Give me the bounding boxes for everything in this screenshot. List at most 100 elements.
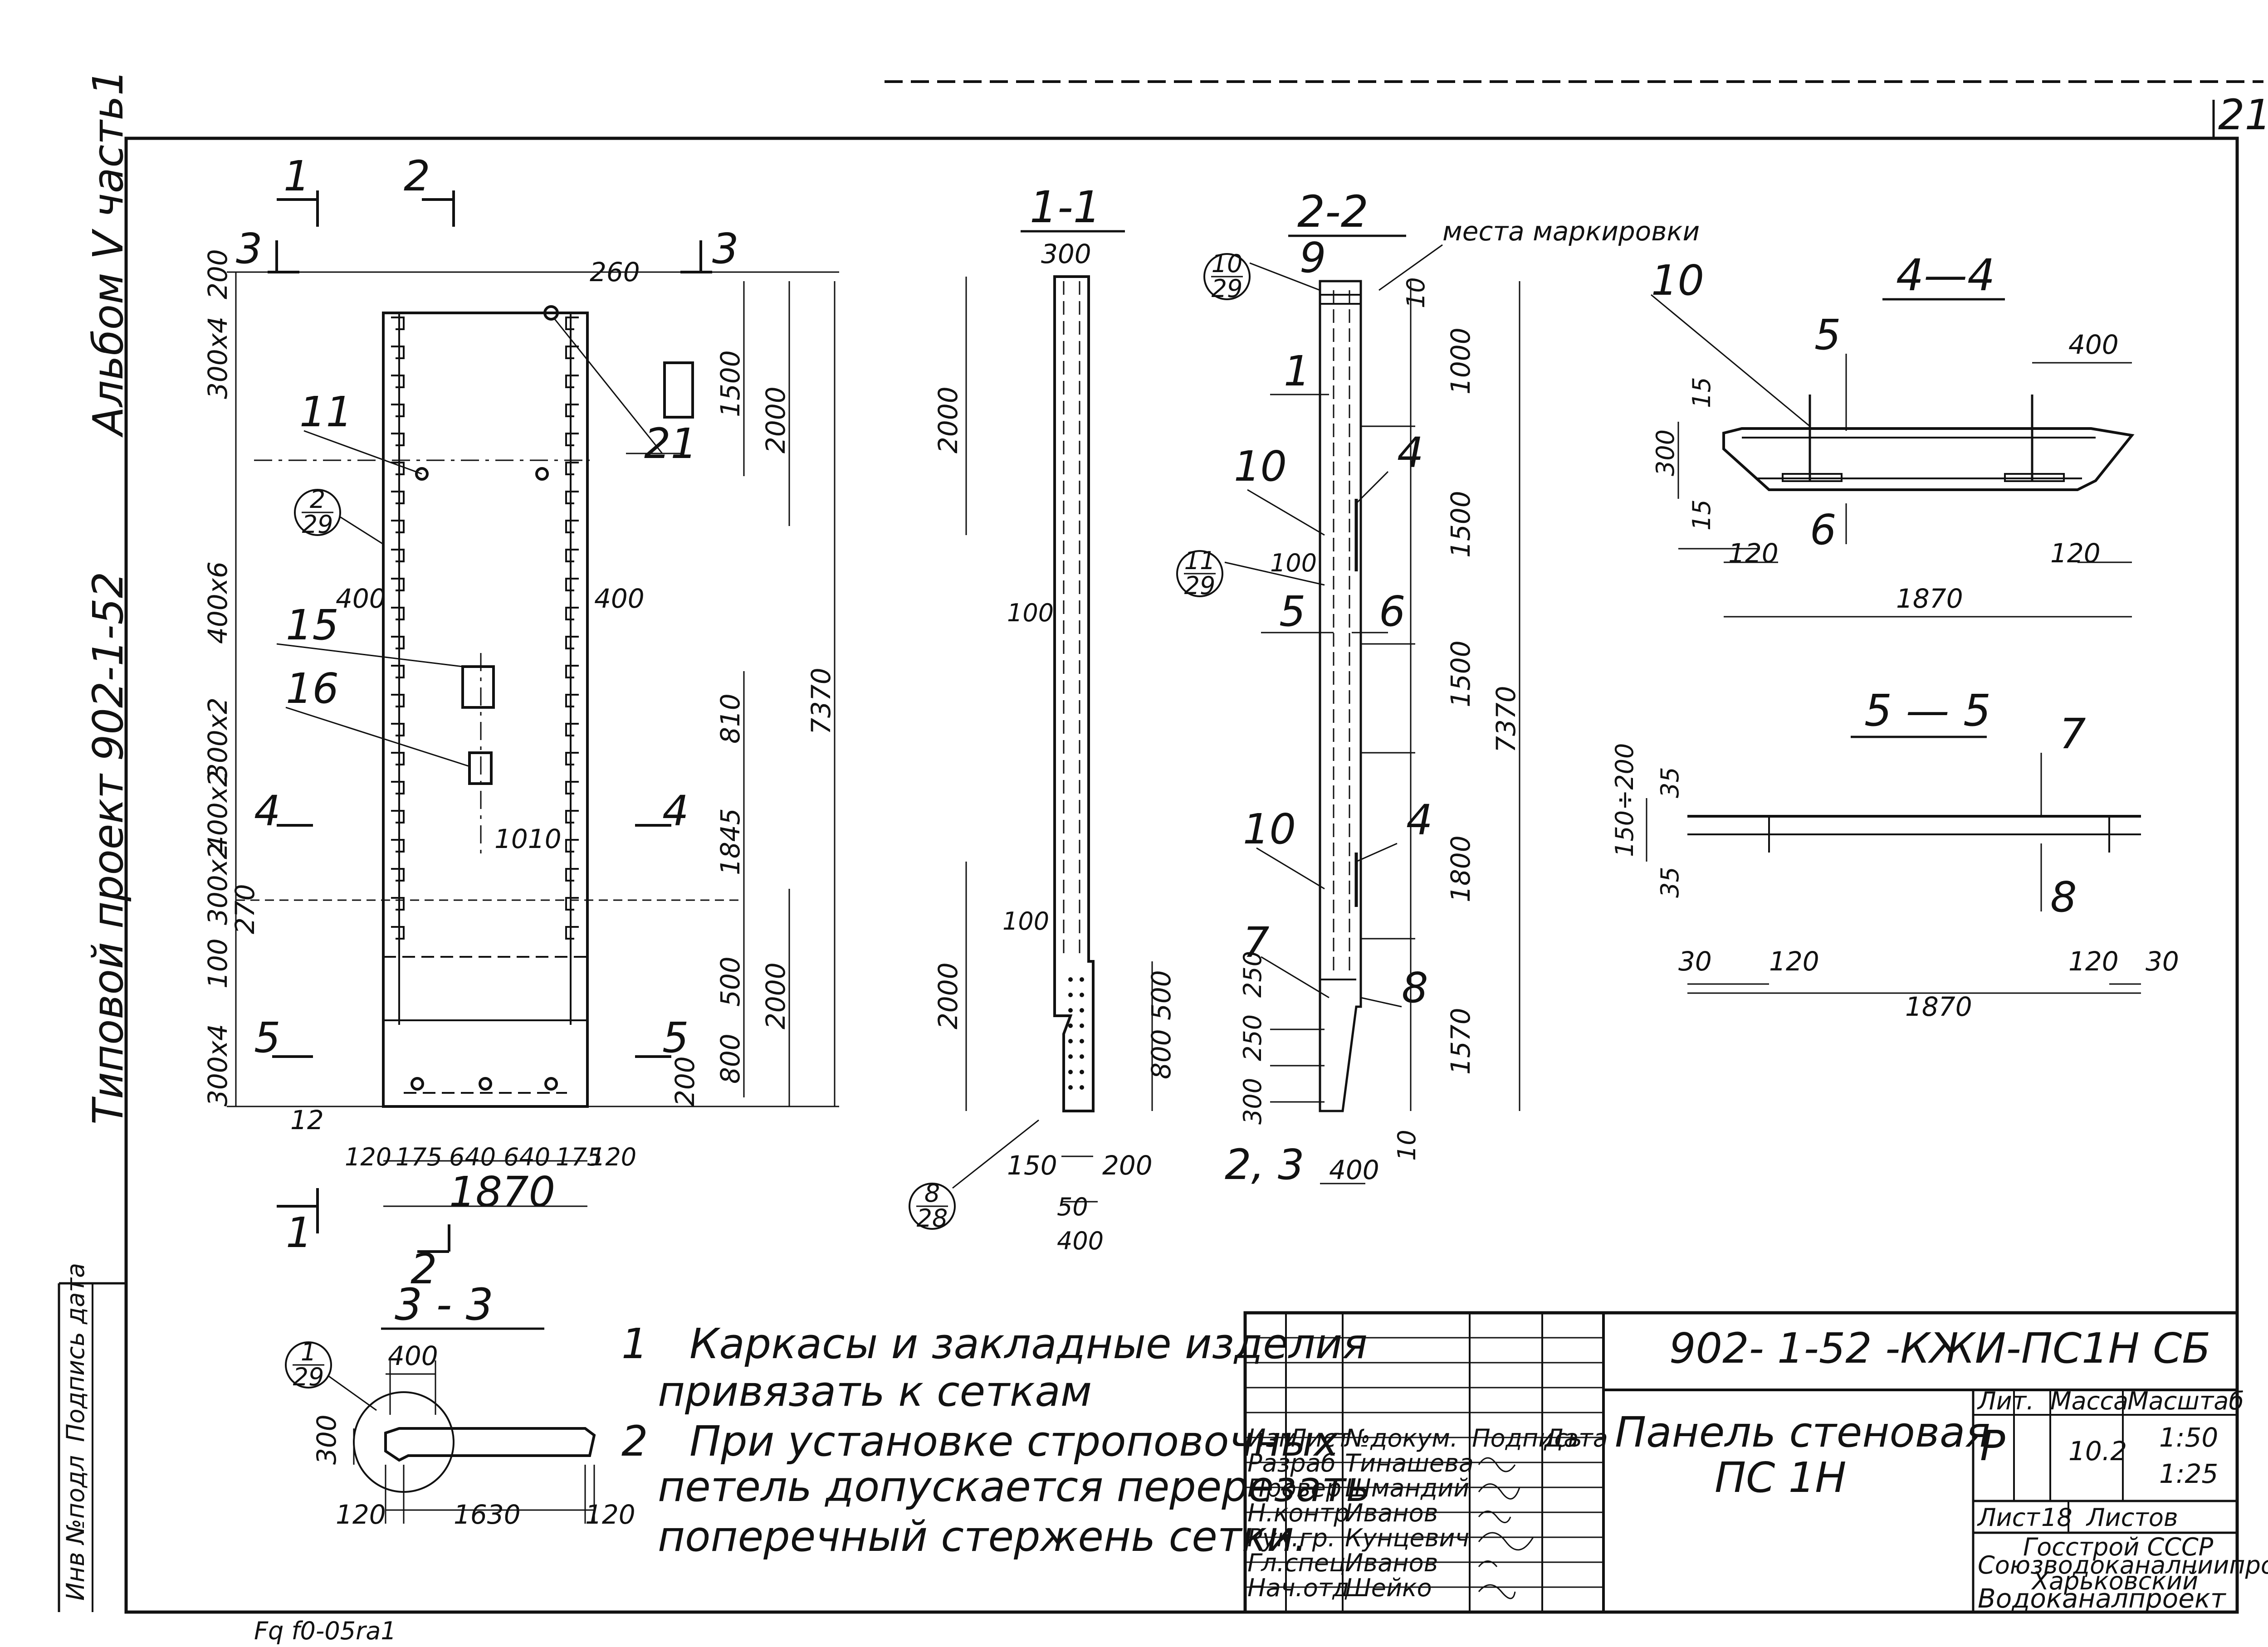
- dim-label: 50: [1057, 1193, 1088, 1221]
- hinge-loop: [565, 723, 579, 736]
- section-1-1-drawing: [1021, 230, 1125, 1112]
- dim-label: 120: [336, 1499, 386, 1530]
- dim-label: 1500: [1445, 640, 1476, 707]
- circle-ref-11-29: 11 29: [1176, 546, 1223, 600]
- anchor-dot: [1068, 1023, 1073, 1028]
- role-label: Провер: [1247, 1474, 1341, 1502]
- anchor-dot: [1080, 1039, 1084, 1043]
- header-sign: Подпись: [1472, 1424, 1582, 1452]
- cut-label-5-right: 5: [662, 1014, 689, 1062]
- hinge-loop: [391, 520, 405, 533]
- circle-ref-8-28: 8 28: [909, 1119, 1039, 1233]
- dim-label: 120: [590, 1143, 636, 1171]
- callout-6: 6: [1379, 587, 1406, 636]
- section-4-4-title: 4—4: [1896, 250, 1995, 301]
- hinge-loop: [391, 491, 405, 504]
- hinge-loop: [565, 810, 579, 824]
- dim-label: 1500: [715, 350, 746, 417]
- hinge-loop: [565, 346, 579, 359]
- role-name: Шейко: [1345, 1574, 1432, 1602]
- header-izm: Изм: [1247, 1424, 1297, 1452]
- notes: 1 Каркасы и закладные изделия привязать …: [621, 1320, 1370, 1561]
- dim-label: 175: [396, 1143, 442, 1171]
- note-2-line-1: При установке строповочных: [689, 1417, 1339, 1466]
- hinge-loop: [565, 549, 579, 562]
- dim-label: 100: [1007, 599, 1054, 627]
- hinge-loop: [565, 520, 579, 533]
- callout-7: 7: [2059, 710, 2086, 758]
- dim-label: 800: [715, 1033, 746, 1084]
- header-date: Дата: [1544, 1424, 1608, 1452]
- section-2-2-title: 2-2: [1297, 186, 1369, 237]
- dim-label: 120: [345, 1143, 391, 1171]
- section-2-2-drawing: [1319, 244, 1443, 1112]
- callout-9: 9: [1300, 234, 1326, 282]
- section-4-4-dimension-lines: [1651, 294, 2132, 618]
- hinge-loop: [565, 491, 579, 504]
- dim-label: 640: [503, 1143, 550, 1171]
- dim-label: 300: [311, 1414, 342, 1465]
- ref-den: 29: [1184, 571, 1216, 600]
- dim-label: 1870: [1905, 991, 1972, 1022]
- hinge-loop: [391, 317, 405, 330]
- hinge-loop: [391, 578, 405, 591]
- hinge-loop: [391, 810, 405, 824]
- ref-den: 28: [917, 1204, 948, 1233]
- scale-label: Масштаб: [2127, 1387, 2244, 1415]
- ref-num: 2: [310, 485, 325, 514]
- anchor-dot: [1068, 1085, 1073, 1090]
- hinge-loop: [565, 897, 579, 911]
- hinge-loop: [565, 462, 579, 475]
- cut-label-2-bottom: 2: [411, 1245, 437, 1293]
- cut-markers: [268, 190, 712, 1253]
- dim-label: 120: [2050, 538, 2101, 569]
- role-label: Нач.отд: [1247, 1574, 1349, 1602]
- hinge-loop: [565, 868, 579, 882]
- dim-label: 640: [449, 1143, 496, 1171]
- dim-label: 120: [585, 1499, 635, 1530]
- anchor-dot: [1068, 993, 1073, 997]
- ref-den: 29: [1212, 274, 1243, 303]
- callout-6: 6: [1810, 506, 1837, 554]
- ref-den: 29: [293, 1363, 324, 1391]
- callout-5: 5: [1279, 587, 1306, 636]
- header-list: Лист: [1287, 1424, 1351, 1452]
- callout-5: 5: [1814, 311, 1841, 359]
- circle-ref-1-29: 1 29: [285, 1338, 377, 1411]
- callout-7: 7: [1243, 918, 1270, 967]
- dim-label: 200: [202, 249, 233, 299]
- hinge-loop: [391, 723, 405, 736]
- dim-label: 250: [1238, 951, 1267, 998]
- sheet-label: Лист: [1977, 1503, 2040, 1532]
- anchor-dot: [1080, 1054, 1084, 1059]
- dim-label: 500: [1146, 970, 1177, 1020]
- dim-label: 30: [2146, 946, 2179, 977]
- title-block-header: Изм Лист №докум. Подпись Дата: [1247, 1424, 1608, 1452]
- note-1-line-2: привязать к сеткам: [658, 1367, 1092, 1416]
- stamp-sign-date: Подпись дата: [61, 1263, 90, 1442]
- dim-label: 35: [1656, 767, 1684, 798]
- dim-label: 200: [670, 1056, 700, 1106]
- anchor-dot: [1080, 1023, 1084, 1028]
- anchor-dot: [1068, 1008, 1073, 1013]
- sheet-frame: [58, 80, 2263, 1614]
- dim-label: 2000: [933, 962, 963, 1029]
- dim-label: 15: [1687, 377, 1716, 408]
- hinge-loop: [391, 549, 405, 562]
- dim-label: 1845: [715, 808, 746, 875]
- section-4-4-drawing: [1722, 395, 2135, 491]
- role-name: Кунцевич: [1345, 1524, 1469, 1552]
- front-leaders: [276, 317, 680, 767]
- anchor-dot: [1080, 1008, 1084, 1013]
- dim-label: 300: [1238, 1078, 1267, 1125]
- role-label: Разраб: [1247, 1449, 1336, 1477]
- signatures: [1478, 1457, 1534, 1599]
- callout-15: 15: [286, 601, 339, 649]
- anchor-dot: [1068, 1070, 1073, 1074]
- callout-4: 4: [1397, 429, 1424, 477]
- ref-num: 11: [1184, 546, 1216, 575]
- callout-8: 8: [1402, 964, 1428, 1012]
- section-1-1-dots: [1068, 977, 1084, 1090]
- dim-label: 300х2: [202, 697, 233, 780]
- role-name: Шмандий: [1345, 1474, 1469, 1502]
